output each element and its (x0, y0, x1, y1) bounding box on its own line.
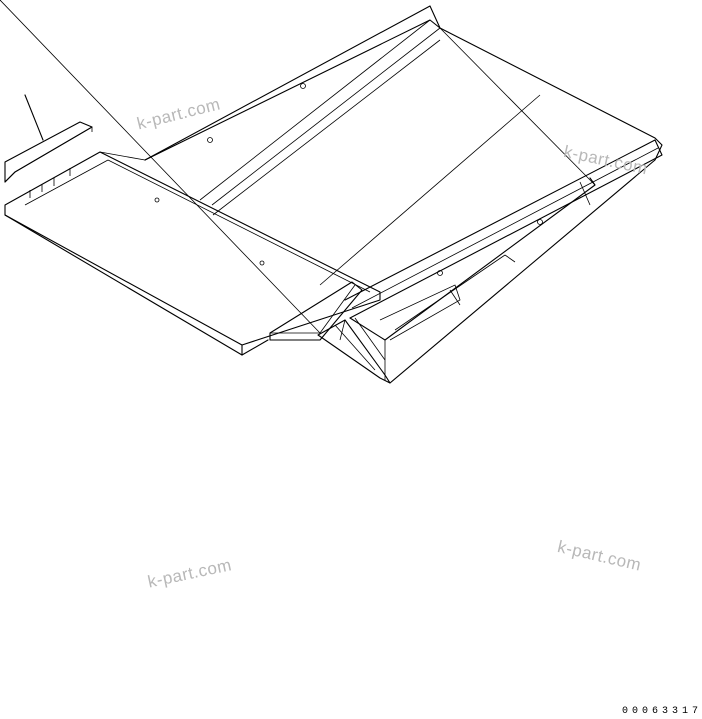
right-side-rail (344, 139, 663, 380)
front-panel (4, 151, 381, 356)
drawing-number: 00063317 (622, 706, 702, 717)
rear-wedge (4, 94, 93, 198)
lower-bracket (317, 317, 391, 384)
bolts (29, 168, 71, 198)
body-plate (144, 5, 663, 384)
support-plate (0, 0, 363, 341)
leader-line (24, 94, 44, 141)
